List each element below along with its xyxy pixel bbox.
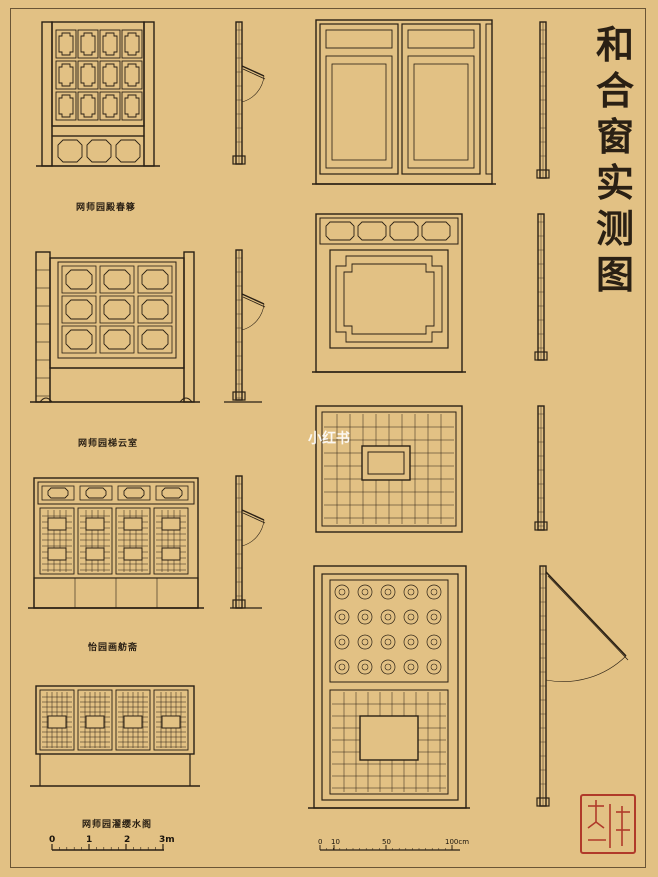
title-char: 图 bbox=[595, 252, 634, 297]
scale-right-label: 100cm bbox=[445, 838, 470, 846]
detail-door-panels bbox=[312, 19, 496, 185]
section-cusped bbox=[534, 213, 548, 361]
scale-right-label: 10 bbox=[331, 838, 340, 846]
section-fret bbox=[534, 405, 548, 531]
scale-left-label: 3m bbox=[159, 835, 175, 845]
seal-stamp bbox=[580, 794, 636, 854]
watermark: 小红书 bbox=[308, 431, 350, 447]
scale-right-label: 0 bbox=[318, 838, 323, 846]
detail-cusped-panel bbox=[312, 213, 466, 373]
section-casement bbox=[536, 565, 629, 807]
title-char: 窗 bbox=[595, 114, 634, 159]
caption-dianchunyi: 网师园殿春簃 bbox=[76, 203, 137, 213]
detail-fret-lattice bbox=[315, 405, 463, 533]
caption-tiyunshi: 网师园梯云室 bbox=[78, 439, 139, 449]
page-title: 和 合 窗 实 测 图 bbox=[590, 22, 640, 298]
title-char: 测 bbox=[595, 206, 634, 251]
caption-huafangzhai: 怡园画舫斋 bbox=[88, 643, 139, 653]
elevation-zhuoyingshuige bbox=[30, 685, 200, 787]
scale-left-label: 0 bbox=[49, 835, 56, 845]
scale-left-label: 1 bbox=[86, 835, 93, 845]
elevation-dianchunyi bbox=[36, 21, 160, 167]
scale-right-label: 50 bbox=[382, 838, 391, 846]
scale-left-label: 2 bbox=[124, 835, 131, 845]
section-tiyunshi bbox=[224, 249, 266, 403]
detail-casement bbox=[308, 565, 470, 809]
seal-strokes bbox=[587, 800, 630, 848]
title-char: 合 bbox=[595, 68, 634, 113]
section-huafangzhai bbox=[230, 475, 266, 609]
caption-zhuoyingshuige: 网师园濯缨水阁 bbox=[82, 820, 153, 830]
elevation-huafangzhai bbox=[28, 477, 204, 609]
scale-bar-right bbox=[319, 845, 460, 851]
section-door bbox=[536, 21, 550, 179]
page-border bbox=[10, 8, 646, 868]
section-dianchunyi bbox=[232, 21, 266, 165]
title-char: 和 bbox=[595, 22, 634, 67]
title-char: 实 bbox=[595, 160, 634, 205]
scale-bar-left bbox=[51, 844, 164, 851]
elevation-tiyunshi bbox=[30, 251, 200, 403]
